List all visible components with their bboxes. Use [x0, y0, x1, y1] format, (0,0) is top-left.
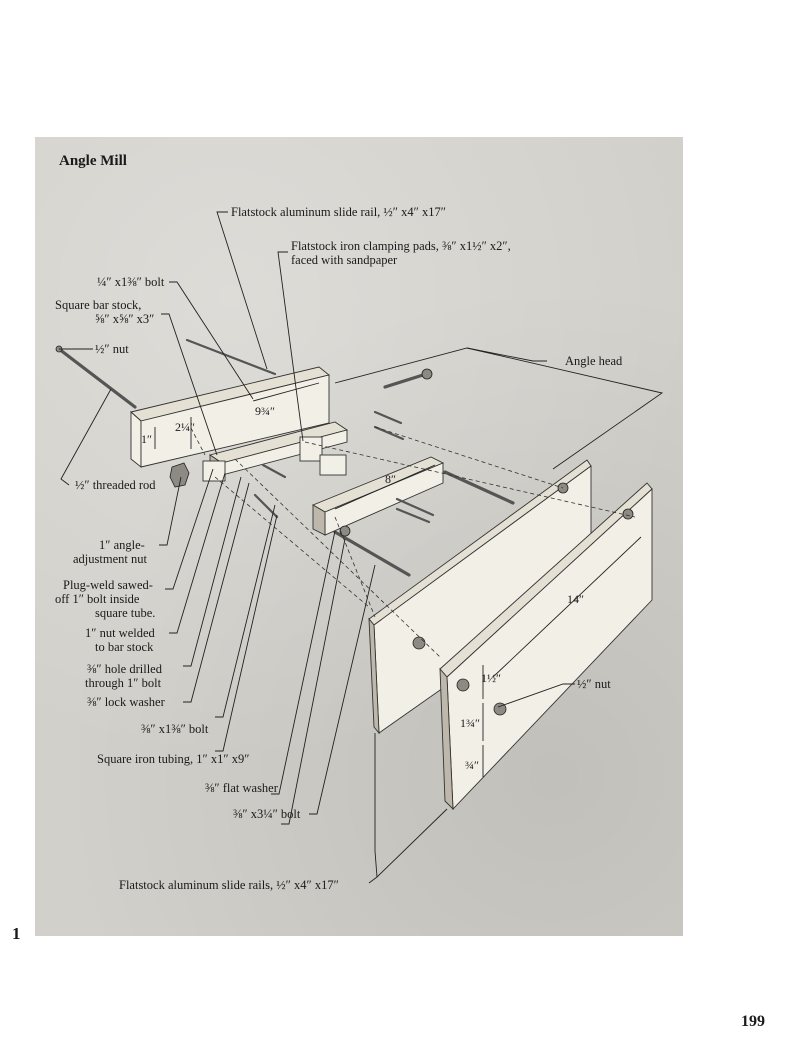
- label-bolt-quarter: ¼″ x1⅜″ bolt: [97, 275, 165, 289]
- alignment-lines: [190, 426, 636, 658]
- label-lock-washer: ⅜″ lock washer: [87, 695, 166, 709]
- dim-14: 14″: [567, 592, 584, 606]
- dimension-lines: [154, 382, 642, 777]
- label-plug-weld-3: square tube.: [95, 606, 155, 620]
- clamping-pads: [202, 436, 347, 482]
- label-hole-2: through 1″ bolt: [85, 676, 162, 690]
- label-flat-washer: ⅜″ flat washer: [205, 781, 279, 795]
- label-nut-welded-1: 1″ nut welded: [85, 626, 156, 640]
- label-clamping-pads-1: Flatstock iron clamping pads, ⅜″ x1½″ x2…: [291, 239, 511, 253]
- label-adj-nut-1: 1″ angle-: [99, 538, 145, 552]
- label-bar-stock-1: Square bar stock,: [55, 298, 141, 312]
- label-threaded-rod: ½″ threaded rod: [75, 478, 156, 492]
- page-marker: 1: [12, 924, 21, 943]
- label-bolt-38-314: ⅜″ x3¼″ bolt: [233, 807, 301, 821]
- angle-mill-diagram: Angle Mill: [55, 153, 664, 892]
- label-hole-1: ⅜″ hole drilled: [87, 662, 163, 676]
- page-number: 199: [741, 1013, 765, 1030]
- dim-1-3-4: 1¾″: [460, 716, 480, 730]
- label-plug-weld-2: off 1″ bolt inside: [55, 592, 140, 606]
- left-clamp-block: [130, 366, 330, 468]
- nuts: [55, 345, 634, 716]
- label-nut-welded-2: to bar stock: [95, 640, 154, 654]
- angle-bar: [311, 456, 445, 536]
- angle-head-plane: [334, 347, 664, 470]
- dim-3-4: ¾″: [465, 758, 479, 772]
- label-bolt-38-138: ⅜″ x1⅜″ bolt: [141, 722, 209, 736]
- label-clamping-pads-2: faced with sandpaper: [291, 253, 398, 267]
- label-plug-weld-1: Plug-weld sawed-: [63, 578, 153, 592]
- dim-9-3-4: 9¾″: [255, 404, 275, 418]
- label-bar-stock-2: ⅝″ x⅝″ x3″: [95, 312, 154, 326]
- label-slide-rail: Flatstock aluminum slide rail, ½″ x4″ x1…: [231, 205, 446, 219]
- dim-1-1-2: 1½″: [481, 671, 501, 685]
- label-slide-rails: Flatstock aluminum slide rails, ½″ x4″ x…: [119, 878, 339, 892]
- label-adj-nut-2: adjustment nut: [73, 552, 147, 566]
- label-half-nut-top: ½″ nut: [95, 342, 129, 356]
- label-half-nut-right: ½″ nut: [577, 677, 611, 691]
- label-angle-head: Angle head: [565, 354, 623, 368]
- figure-title: Angle Mill: [59, 153, 127, 169]
- label-leaders: [59, 211, 575, 884]
- dim-2-1-4: 2¼″: [175, 420, 195, 434]
- dim-1: 1″: [141, 432, 152, 446]
- label-tubing: Square iron tubing, 1″ x1″ x9″: [97, 752, 249, 766]
- bolts-and-rods: [57, 338, 515, 577]
- dim-8: 8″: [385, 472, 396, 486]
- slide-rail-b: [439, 482, 653, 811]
